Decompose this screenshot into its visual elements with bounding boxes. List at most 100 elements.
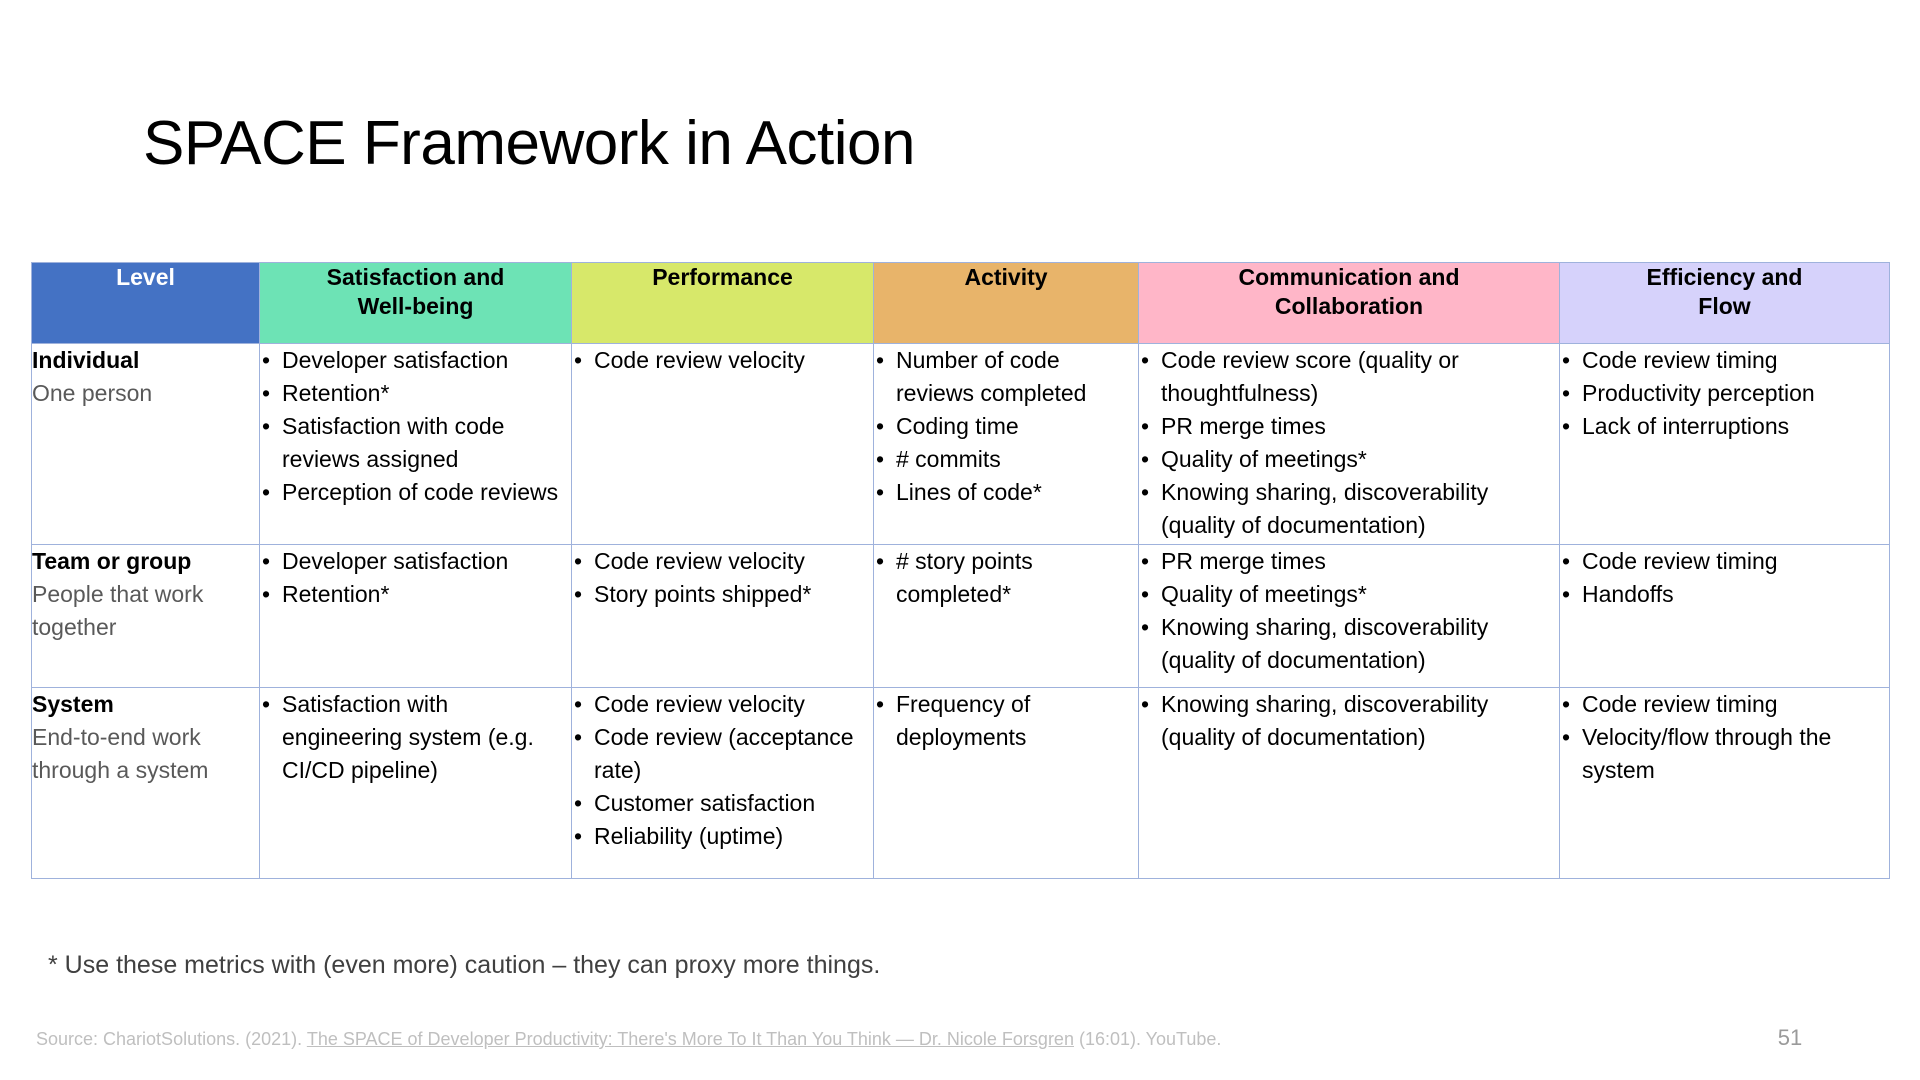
column-header-satisfaction-line1: Satisfaction and xyxy=(326,264,505,290)
metric-item: Number of code reviews completed xyxy=(874,344,1138,410)
metric-list: Code review timingHandoffs xyxy=(1560,545,1889,611)
source-suffix: (16:01). YouTube. xyxy=(1073,1029,1222,1049)
level-description: People that work together xyxy=(32,581,204,640)
metric-list: # story points completed* xyxy=(874,545,1138,611)
metric-item: Code review score (quality or thoughtful… xyxy=(1139,344,1559,410)
cell-satisfaction-team: Developer satisfactionRetention* xyxy=(259,544,572,688)
metric-item: Developer satisfaction xyxy=(260,545,571,578)
page-number: 51 xyxy=(1777,1025,1803,1050)
column-header-communication-line1: Communication and xyxy=(1238,264,1460,290)
cell-communication-team: PR merge timesQuality of meetings*Knowin… xyxy=(1138,544,1560,688)
metric-item: Knowing sharing, discoverability (qualit… xyxy=(1139,476,1559,542)
metric-item: Code review velocity xyxy=(572,344,873,377)
cell-satisfaction-individual: Developer satisfactionRetention*Satisfac… xyxy=(259,343,572,545)
metric-item: Story points shipped* xyxy=(572,578,873,611)
level-description: End-to-end work through a system xyxy=(32,724,209,783)
metric-item: Knowing sharing, discoverability (qualit… xyxy=(1139,611,1559,677)
metric-item: Code review timing xyxy=(1560,688,1889,721)
metric-item: Code review timing xyxy=(1560,344,1889,377)
column-header-performance-label: Performance xyxy=(652,264,793,290)
table-header-row: Level Satisfaction and Well-being Perfor… xyxy=(31,262,1890,344)
metric-list: Satisfaction with engineering system (e.… xyxy=(260,688,571,787)
metric-item: Quality of meetings* xyxy=(1139,443,1559,476)
metric-item: Retention* xyxy=(260,377,571,410)
metric-list: Code review velocityCode review (accepta… xyxy=(572,688,873,853)
metric-item: Lines of code* xyxy=(874,476,1138,509)
metric-list: Developer satisfactionRetention*Satisfac… xyxy=(260,344,571,509)
metric-list: Number of code reviews completedCoding t… xyxy=(874,344,1138,509)
cell-communication-individual: Code review score (quality or thoughtful… xyxy=(1138,343,1560,545)
level-cell-individual: Individual One person xyxy=(31,343,260,545)
metric-item: Code review timing xyxy=(1560,545,1889,578)
column-header-level-label: Level xyxy=(116,264,175,290)
column-header-satisfaction: Satisfaction and Well-being xyxy=(259,262,572,344)
metric-item: Velocity/flow through the system xyxy=(1560,721,1889,787)
cell-satisfaction-system: Satisfaction with engineering system (e.… xyxy=(259,687,572,879)
cell-communication-system: Knowing sharing, discoverability (qualit… xyxy=(1138,687,1560,879)
cell-performance-individual: Code review velocity xyxy=(571,343,874,545)
source-citation: Source: ChariotSolutions. (2021). The SP… xyxy=(36,1027,1221,1051)
metric-item: Code review velocity xyxy=(572,545,873,578)
level-description: One person xyxy=(32,380,153,406)
column-header-efficiency-line1: Efficiency and xyxy=(1646,264,1803,290)
metric-item: Satisfaction with engineering system (e.… xyxy=(260,688,571,787)
metric-item: Reliability (uptime) xyxy=(572,820,873,853)
source-prefix: Source: ChariotSolutions. (2021). xyxy=(36,1029,307,1049)
metric-item: Lack of interruptions xyxy=(1560,410,1889,443)
table-body: Individual One person Developer satisfac… xyxy=(31,343,1890,879)
metric-list: Code review velocityStory points shipped… xyxy=(572,545,873,611)
metric-item: Handoffs xyxy=(1560,578,1889,611)
metric-list: PR merge timesQuality of meetings*Knowin… xyxy=(1139,545,1559,677)
column-header-performance: Performance xyxy=(571,262,874,344)
cell-activity-team: # story points completed* xyxy=(873,544,1139,688)
level-name: Team or group xyxy=(32,548,192,574)
metric-item: Customer satisfaction xyxy=(572,787,873,820)
metric-list: Code review timingProductivity perceptio… xyxy=(1560,344,1889,443)
metric-list: Developer satisfactionRetention* xyxy=(260,545,571,611)
level-cell-system: System End-to-end work through a system xyxy=(31,687,260,879)
table-row: System End-to-end work through a system … xyxy=(31,687,1890,879)
cell-efficiency-team: Code review timingHandoffs xyxy=(1559,544,1890,688)
metric-item: PR merge times xyxy=(1139,545,1559,578)
metric-item: Perception of code reviews xyxy=(260,476,571,509)
cell-activity-individual: Number of code reviews completedCoding t… xyxy=(873,343,1139,545)
page-title: SPACE Framework in Action xyxy=(143,109,915,178)
metric-item: Quality of meetings* xyxy=(1139,578,1559,611)
source-link[interactable]: The SPACE of Developer Productivity: The… xyxy=(306,1029,1074,1049)
metric-list: Frequency of deployments xyxy=(874,688,1138,754)
space-framework-table-container: Level Satisfaction and Well-being Perfor… xyxy=(31,262,1890,879)
metric-list: Knowing sharing, discoverability (qualit… xyxy=(1139,688,1559,754)
cell-performance-system: Code review velocityCode review (accepta… xyxy=(571,687,874,879)
column-header-activity: Activity xyxy=(873,262,1139,344)
level-name: System xyxy=(32,691,114,717)
column-header-level: Level xyxy=(31,262,260,344)
metric-item: PR merge times xyxy=(1139,410,1559,443)
metric-list: Code review timingVelocity/flow through … xyxy=(1560,688,1889,787)
cell-efficiency-system: Code review timingVelocity/flow through … xyxy=(1559,687,1890,879)
metric-list: Code review velocity xyxy=(572,344,873,377)
level-cell-team: Team or group People that work together xyxy=(31,544,260,688)
metric-list: Code review score (quality or thoughtful… xyxy=(1139,344,1559,542)
table-row: Individual One person Developer satisfac… xyxy=(31,343,1890,545)
footnote: * Use these metrics with (even more) cau… xyxy=(48,951,881,979)
metric-item: # story points completed* xyxy=(874,545,1138,611)
cell-efficiency-individual: Code review timingProductivity perceptio… xyxy=(1559,343,1890,545)
column-header-communication: Communication and Collaboration xyxy=(1138,262,1560,344)
column-header-efficiency-line2: Flow xyxy=(1698,293,1751,319)
metric-item: Productivity perception xyxy=(1560,377,1889,410)
table-row: Team or group People that work together … xyxy=(31,544,1890,688)
metric-item: Code review velocity xyxy=(572,688,873,721)
metric-item: Code review (acceptance rate) xyxy=(572,721,873,787)
metric-item: Coding time xyxy=(874,410,1138,443)
column-header-communication-line2: Collaboration xyxy=(1274,293,1424,319)
metric-item: Retention* xyxy=(260,578,571,611)
level-name: Individual xyxy=(32,347,140,373)
column-header-satisfaction-line2: Well-being xyxy=(357,293,474,319)
metric-item: Knowing sharing, discoverability (qualit… xyxy=(1139,688,1559,754)
column-header-efficiency: Efficiency and Flow xyxy=(1559,262,1890,344)
metric-item: Satisfaction with code reviews assigned xyxy=(260,410,571,476)
cell-activity-system: Frequency of deployments xyxy=(873,687,1139,879)
space-framework-table: Level Satisfaction and Well-being Perfor… xyxy=(31,262,1890,879)
column-header-activity-label: Activity xyxy=(964,264,1048,290)
cell-performance-team: Code review velocityStory points shipped… xyxy=(571,544,874,688)
